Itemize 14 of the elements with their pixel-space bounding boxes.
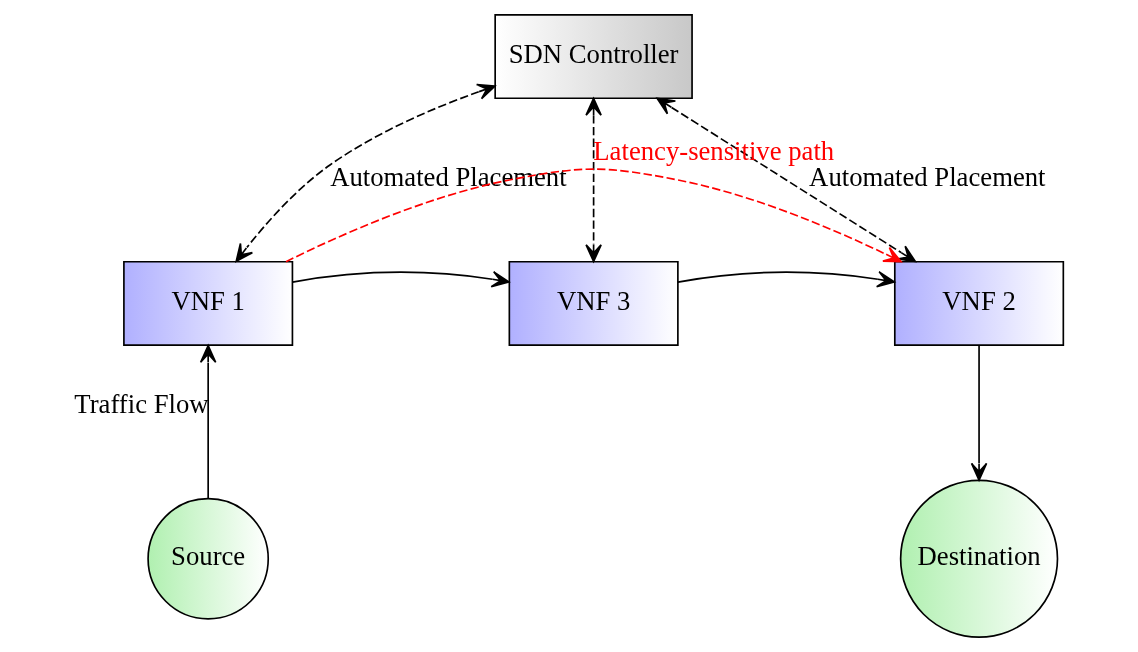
node-circle: Destination <box>899 479 1059 639</box>
node-box: VNF 1 <box>123 260 294 347</box>
node-circle: Source <box>147 497 270 620</box>
arrow <box>970 344 988 481</box>
node-box: VNF 3 <box>508 260 679 347</box>
node-box: VNF 2 <box>893 260 1065 347</box>
arrow <box>677 271 896 288</box>
arrow <box>285 168 902 263</box>
node-box: SDN Controller <box>494 13 693 100</box>
arrow <box>656 97 917 263</box>
arrow <box>291 271 510 288</box>
arrow <box>199 344 217 500</box>
arrow <box>585 97 602 263</box>
arrow <box>235 83 496 263</box>
